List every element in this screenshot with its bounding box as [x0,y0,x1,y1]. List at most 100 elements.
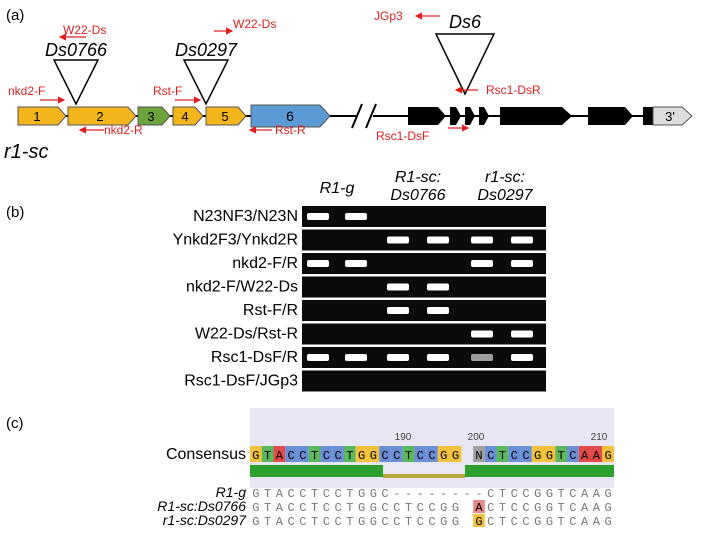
consensus-base [426,446,438,462]
primer-rst-f: Rst-F [153,84,182,98]
alignment-base: C [428,515,435,529]
consensus-letter: A [276,449,284,463]
alignment-base: T [558,487,565,501]
alignment-base: A [475,501,483,515]
consensus-base [332,446,344,462]
alignment-base: C [522,501,529,515]
consensus-base [590,446,603,462]
gel-row-label: nkd2-F/R [232,255,298,272]
consensus-base [508,446,521,462]
gel-col-r1g: R1-g [320,180,355,197]
consensus-letter: G [546,449,553,463]
gel-row-label: Ynkd2F3/Ynkd2R [173,232,298,249]
gel-band [345,354,367,361]
consensus-base [473,446,485,462]
panel-b-label: (b) [6,204,24,221]
alignment-base: G [546,501,553,515]
alignment-base: C [522,515,529,529]
exon-3: 3 [137,106,171,126]
alignment-base: G [370,515,377,529]
gel-col-r1sc: R1-sc: [395,169,441,186]
gel-band [471,330,493,338]
consensus-base [402,446,415,462]
consensus-base [484,446,497,462]
gel-band [345,213,367,220]
alignment-base: G [546,515,553,529]
consensus-base [449,446,462,462]
consensus-letter: C [511,449,518,463]
alignment-base: A [276,501,284,515]
svg-text:Ds0766: Ds0766 [45,40,108,60]
alignment-row-label: R1-g [216,484,247,500]
alignment-base: C [381,501,388,515]
svg-text:Ds0297: Ds0297 [175,40,238,60]
alignment-base: C [487,515,494,529]
gel-row-label: nkd2-F/W22-Ds [186,279,298,296]
alignment-base: - [405,487,412,501]
panel-c-label: (c) [6,415,24,432]
exon-black [479,107,489,125]
gel-band [307,213,329,220]
exon-4: 4 [172,106,204,126]
alignment-base: - [393,487,400,501]
svg-text:210: 210 [591,432,608,443]
alignment-base: T [499,501,506,515]
alignment-base: C [381,515,388,529]
exon-black [465,107,475,125]
alignment-base: C [287,501,294,515]
gel-row-label: Rsc1-DsF/JGp3 [184,373,298,390]
alignment-base: G [534,487,541,501]
consensus-base [296,446,309,462]
consensus-letter: C [487,449,494,463]
alignment-base: C [511,515,518,529]
exon-1: 1 [17,106,67,126]
alignment-base: T [405,501,412,515]
alignment-base: C [417,501,424,515]
exon-2: 2 [67,106,137,126]
svg-text:3: 3 [147,109,154,124]
consensus-letter: A [593,449,601,463]
consensus-letter: G [370,449,377,463]
alignment-base: G [252,515,259,529]
consensus-letter: G [358,449,365,463]
primer-nkd2-r: nkd2-R [104,123,143,137]
alignment-base: C [511,487,518,501]
consensus-letter: C [334,449,341,463]
svg-text:4: 4 [181,109,188,124]
consensus-base [496,446,509,462]
gel-band [427,307,449,314]
svg-text:200: 200 [468,432,485,443]
consensus-letter: C [569,449,576,463]
variant-highlight [473,514,485,527]
alignment-base: G [605,515,612,529]
gel-row-label: Rst-F/R [243,302,298,319]
alignment-ticks: 190 200 210 [395,432,608,443]
consensus-base [320,446,333,462]
consensus-letter: C [428,449,435,463]
alignment-base: G [452,515,459,529]
alignment-base: G [252,487,259,501]
consensus-base [261,446,274,462]
alignment-base: T [264,515,271,529]
alignment-base: C [287,515,294,529]
gel-rows: N23NF3/N23NYnkd2F3/Ynkd2Rnkd2-F/Rnkd2-F/… [173,206,546,392]
primer-rst-r: Rst-R [275,123,306,137]
consensus-base [520,446,532,462]
alignment-base: T [405,515,412,529]
consensus-letter: T [558,449,565,463]
primer-rsc1-dsr: Rsc1-DsR [486,83,541,97]
consensus-letter: T [346,449,353,463]
alignment-base: T [311,515,318,529]
gel-lane-strip [302,323,546,345]
alignment-base: C [487,501,494,515]
primer-rsc1-dsf: Rsc1-DsF [376,129,429,143]
gel-band [471,260,493,267]
gel-col-ds0297: Ds0297 [477,187,533,204]
alignment-base: G [440,515,447,529]
consensus-base [414,446,427,462]
variant-highlight [473,500,485,513]
consensus-base [543,446,556,462]
